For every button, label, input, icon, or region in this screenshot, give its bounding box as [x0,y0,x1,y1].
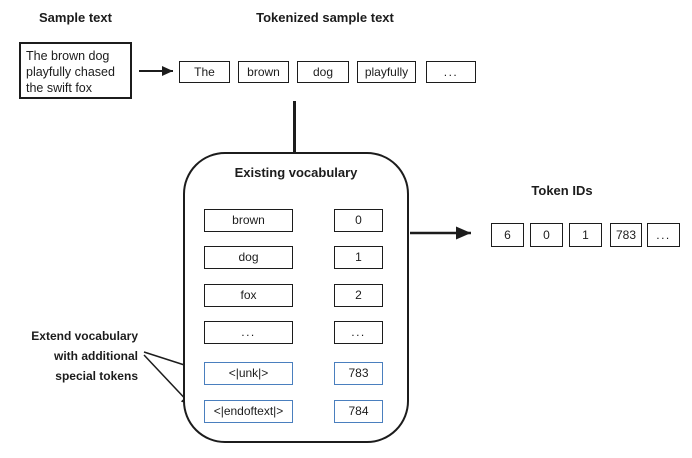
vocab-token-box-ellipsis: ... [204,321,293,344]
annotation-line: Extend vocabulary [31,329,138,343]
vocab-id-box-unk: 783 [334,362,383,385]
token-box: playfully [357,61,416,83]
annotation-line: special tokens [55,369,138,383]
token-id-box-ellipsis: ... [647,223,680,247]
extend-vocabulary-annotation: Extend vocabulary with additional specia… [28,326,138,386]
token-id-box: 783 [610,223,642,247]
token-id-box: 1 [569,223,602,247]
vocab-token-box: brown [204,209,293,232]
vocab-token-box: fox [204,284,293,307]
tokenized-text-heading: Tokenized sample text [256,10,394,25]
vocab-id-box: 0 [334,209,383,232]
vocab-token-box: dog [204,246,293,269]
sample-text-heading: Sample text [39,10,112,25]
existing-vocabulary-heading: Existing vocabulary [234,165,358,180]
vocab-id-box-endoftext: 784 [334,400,383,423]
vocab-token-box-endoftext: <|endoftext|> [204,400,293,423]
vocab-id-box: 2 [334,284,383,307]
sample-text-box: The brown dog playfully chased the swift… [19,42,132,99]
token-box-ellipsis: ... [426,61,476,83]
token-id-box: 6 [491,223,524,247]
token-id-box: 0 [530,223,563,247]
annotation-line: with additional [54,349,138,363]
vocab-token-box-unk: <|unk|> [204,362,293,385]
token-ids-heading: Token IDs [531,183,593,198]
token-box: dog [297,61,349,83]
token-box: The [179,61,230,83]
token-box: brown [238,61,289,83]
vocab-id-box: 1 [334,246,383,269]
vocab-id-box-ellipsis: ... [334,321,383,344]
